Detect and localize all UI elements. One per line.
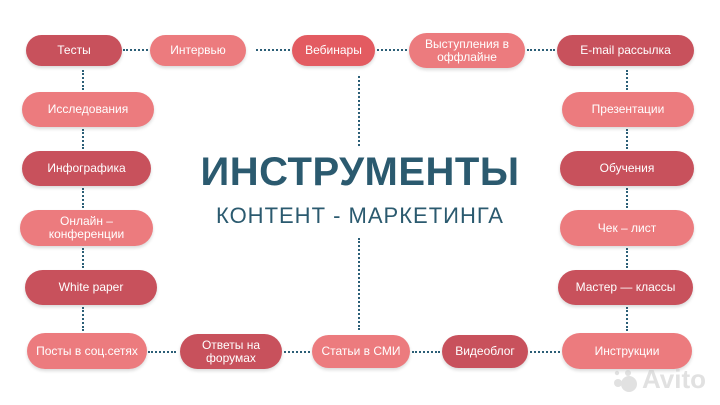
connector <box>358 238 360 330</box>
node-social-posts: Посты в соц.сетях <box>27 333 147 369</box>
node-masterclasses: Мастер — классы <box>558 270 693 305</box>
node-research: Исследования <box>22 92 154 127</box>
connector <box>123 49 148 51</box>
connector <box>82 307 84 331</box>
connector <box>82 70 84 90</box>
connector <box>530 351 560 353</box>
connector <box>358 76 360 146</box>
avito-dots-icon <box>614 369 637 392</box>
node-white-paper: White paper <box>25 270 157 305</box>
connector <box>626 129 628 149</box>
node-forum-answers: Ответы на форумах <box>180 334 282 369</box>
connector <box>82 248 84 268</box>
node-videoblog: Видеоблог <box>442 335 528 368</box>
node-presentations: Презентации <box>562 92 694 127</box>
avito-watermark: Avito <box>612 364 706 395</box>
connector <box>626 307 628 331</box>
connector <box>412 351 440 353</box>
connector <box>626 70 628 90</box>
connector <box>82 188 84 208</box>
node-checklist: Чек – лист <box>560 210 694 246</box>
connector <box>82 129 84 149</box>
node-media-articles: Статьи в СМИ <box>312 335 410 368</box>
connector <box>148 351 176 353</box>
connector <box>284 351 310 353</box>
node-offline-talks: Выступления в оффлайне <box>409 33 525 68</box>
node-infographics: Инфографика <box>22 151 151 186</box>
watermark-text: Avito <box>642 364 707 394</box>
node-email: E-mail рассылка <box>557 35 694 66</box>
connector <box>256 49 290 51</box>
connector <box>377 49 407 51</box>
node-tests: Тесты <box>26 35 122 66</box>
node-webinars: Вебинары <box>292 35 375 66</box>
connector <box>527 49 555 51</box>
node-instructions: Инструкции <box>562 333 692 369</box>
node-training: Обучения <box>560 151 694 186</box>
connector <box>626 188 628 208</box>
diagram-subtitle: КОНТЕНТ - МАРКЕТИНГА <box>216 203 504 228</box>
connector <box>626 248 628 268</box>
node-interview: Интервью <box>150 35 246 66</box>
node-online-conferences: Онлайн – конференции <box>20 210 153 246</box>
diagram-title: ИНСТРУМЕНТЫ <box>200 150 520 194</box>
